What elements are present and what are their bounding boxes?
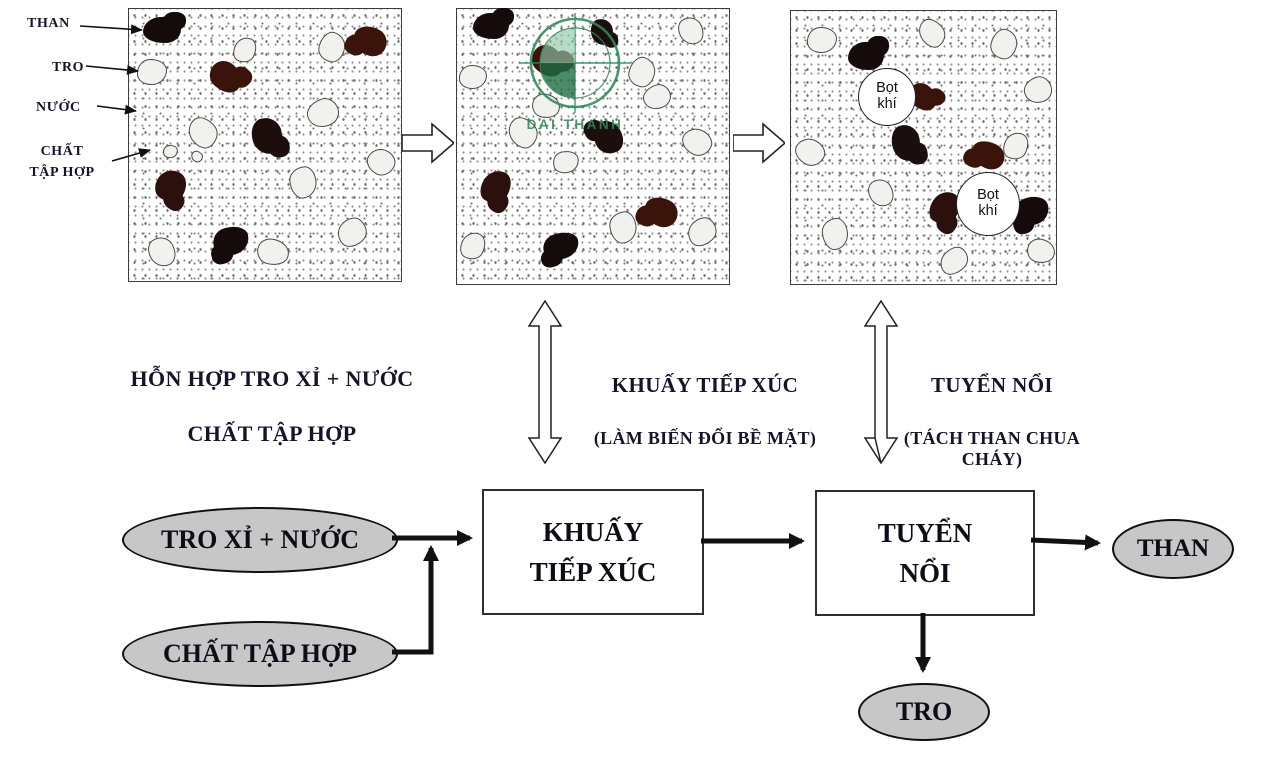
ash-particle xyxy=(137,59,167,85)
caption-mixture-line2: CHẤT TẬP HỢP xyxy=(187,421,357,447)
caption-flotation: TUYỂN NỔI (TÁCH THAN CHUA CHÁY) xyxy=(872,350,1112,488)
legend-label-water: NƯỚC xyxy=(36,100,81,115)
node-process-flotation: TUYỂN NỔI xyxy=(815,490,1035,616)
coal-particle xyxy=(209,222,253,260)
coal-particle xyxy=(474,165,518,209)
ash-particle xyxy=(362,143,400,181)
watermark-text: DAI THANH xyxy=(527,117,624,132)
coal-particle xyxy=(249,116,285,156)
ash-particle xyxy=(864,175,898,211)
ash-particle xyxy=(143,232,181,272)
coal-particle xyxy=(143,11,187,43)
coal-particle xyxy=(348,21,392,61)
ash-particle xyxy=(608,210,638,245)
caption-flotation-line2: (TÁCH THAN CHUA CHÁY) xyxy=(903,427,1081,469)
ash-particle xyxy=(182,111,224,154)
ash-particle xyxy=(331,212,373,253)
ash-particle xyxy=(188,148,206,165)
air-bubble-label: Bọt khí xyxy=(876,80,898,112)
ash-particle xyxy=(682,212,722,252)
ash-particle xyxy=(1020,72,1056,108)
ash-particle xyxy=(677,123,717,161)
node-output-coal: THAN xyxy=(1112,519,1234,579)
caption-mixture: HỖN HỢP TRO XỈ + NƯỚC CHẤT TẬP HỢP xyxy=(92,342,452,471)
legend-label-collector: CHẤT TẬP HỢP xyxy=(29,144,95,180)
coal-particle xyxy=(889,123,923,163)
ash-particle xyxy=(913,13,951,53)
caption-stirring-line1: KHUẤY TIẾP XÚC xyxy=(611,373,799,397)
ash-particle xyxy=(790,133,830,171)
double-arrow-icon xyxy=(528,300,562,464)
ash-particle xyxy=(551,148,581,176)
legend-label-ash: TRO xyxy=(52,60,85,75)
coal-particle xyxy=(639,192,683,232)
node-input-collector: CHẤT TẬP HỢP xyxy=(122,621,398,687)
coal-particle xyxy=(149,164,193,208)
air-bubble-label: Bọt khí xyxy=(977,187,999,219)
air-bubble: Bọt khí xyxy=(858,68,916,126)
ash-particle xyxy=(820,216,850,252)
ash-particle xyxy=(1024,236,1058,266)
coal-particle xyxy=(848,36,890,70)
ash-particle xyxy=(254,236,292,268)
ash-particle xyxy=(161,143,180,160)
ash-particle xyxy=(674,13,708,49)
ash-particle xyxy=(934,242,974,280)
node-output-ash: TRO xyxy=(858,683,990,741)
ash-particle xyxy=(987,25,1021,63)
legend-label-coal: THAN xyxy=(27,16,70,31)
caption-mixture-line1: HỖN HỢP TRO XỈ + NƯỚC xyxy=(130,366,414,391)
right-arrow-icon xyxy=(402,122,454,164)
node-process-stirring: KHUẤY TIẾP XÚC xyxy=(482,489,704,615)
caption-stirring: KHUẤY TIẾP XÚC (LÀM BIẾN ĐỔI BỀ MẶT) xyxy=(570,350,840,467)
right-arrow-icon xyxy=(733,122,785,164)
coal-particle xyxy=(540,228,582,264)
air-bubble: Bọt khí xyxy=(956,172,1020,236)
ash-particle xyxy=(459,65,487,89)
double-arrow-icon xyxy=(864,300,898,464)
ash-particle xyxy=(229,33,261,67)
node-input-slurry: TRO XỈ + NƯỚC xyxy=(122,507,398,573)
ash-particle xyxy=(303,94,343,132)
coal-particle xyxy=(967,136,1009,174)
coal-particle xyxy=(473,7,515,39)
caption-flotation-line1: TUYỂN NỔI xyxy=(930,373,1054,397)
panel-stirring: DAI THANH xyxy=(455,7,730,285)
ash-particle xyxy=(455,228,491,264)
dai-thanh-logo: DAI THANH xyxy=(519,13,631,132)
panel-mixture xyxy=(128,8,402,282)
ash-particle xyxy=(288,165,318,200)
caption-stirring-line2: (LÀM BIẾN ĐỔI BỀ MẶT) xyxy=(593,427,817,448)
ash-particle xyxy=(807,27,837,53)
